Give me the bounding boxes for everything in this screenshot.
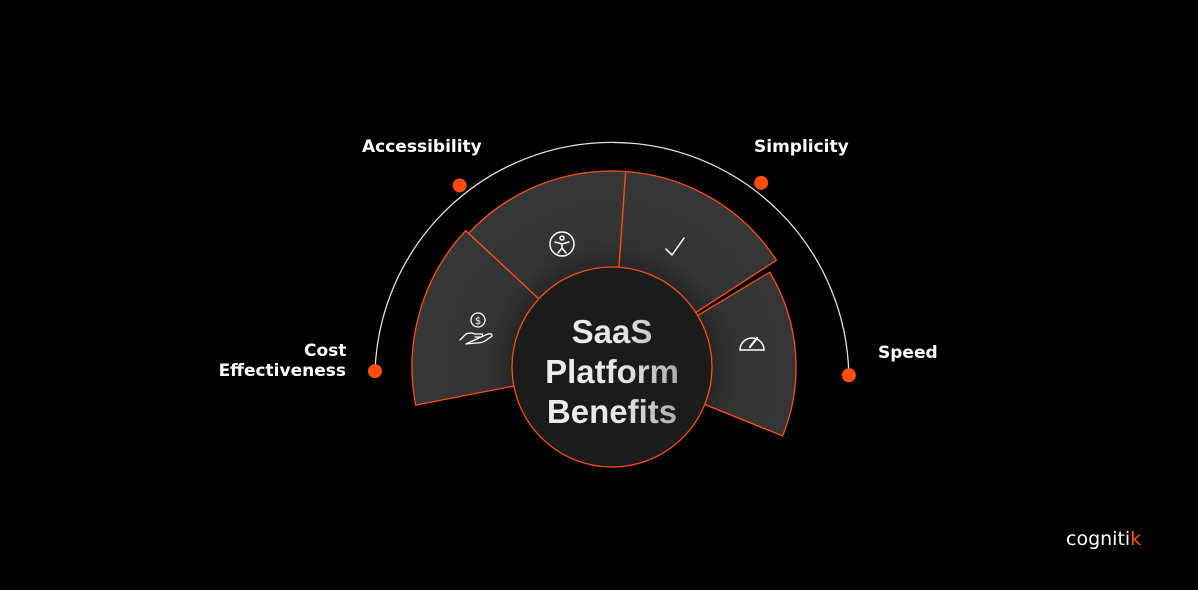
center-title-line1: SaaS (571, 313, 653, 350)
dot-accessibility (452, 178, 467, 193)
svg-text:$: $ (475, 316, 481, 327)
center-title-line3: Benefits (546, 393, 678, 430)
outer-arc (374, 141, 850, 376)
dollar-hand-icon: $ (459, 312, 493, 345)
benefit-label-accessibility: Accessibility (362, 137, 482, 157)
dot-simplicity (754, 175, 769, 190)
brand-logo: cognitik (1066, 528, 1142, 550)
accessibility-icon (549, 231, 575, 257)
dot-speed (841, 368, 856, 383)
benefit-label-simplicity: Simplicity (754, 137, 849, 157)
benefit-label-cost: Cost (304, 341, 347, 361)
benefit-label-speed: Speed (878, 343, 938, 363)
speedometer-icon (739, 336, 765, 351)
center-title: SaaS Platform Benefits (512, 312, 712, 432)
checkmark-icon (665, 237, 685, 256)
dot-cost (368, 364, 383, 379)
center-title-line2: Platform (545, 353, 679, 390)
benefit-label-effectiveness: Effectiveness (218, 361, 346, 381)
center-circle (511, 266, 713, 468)
